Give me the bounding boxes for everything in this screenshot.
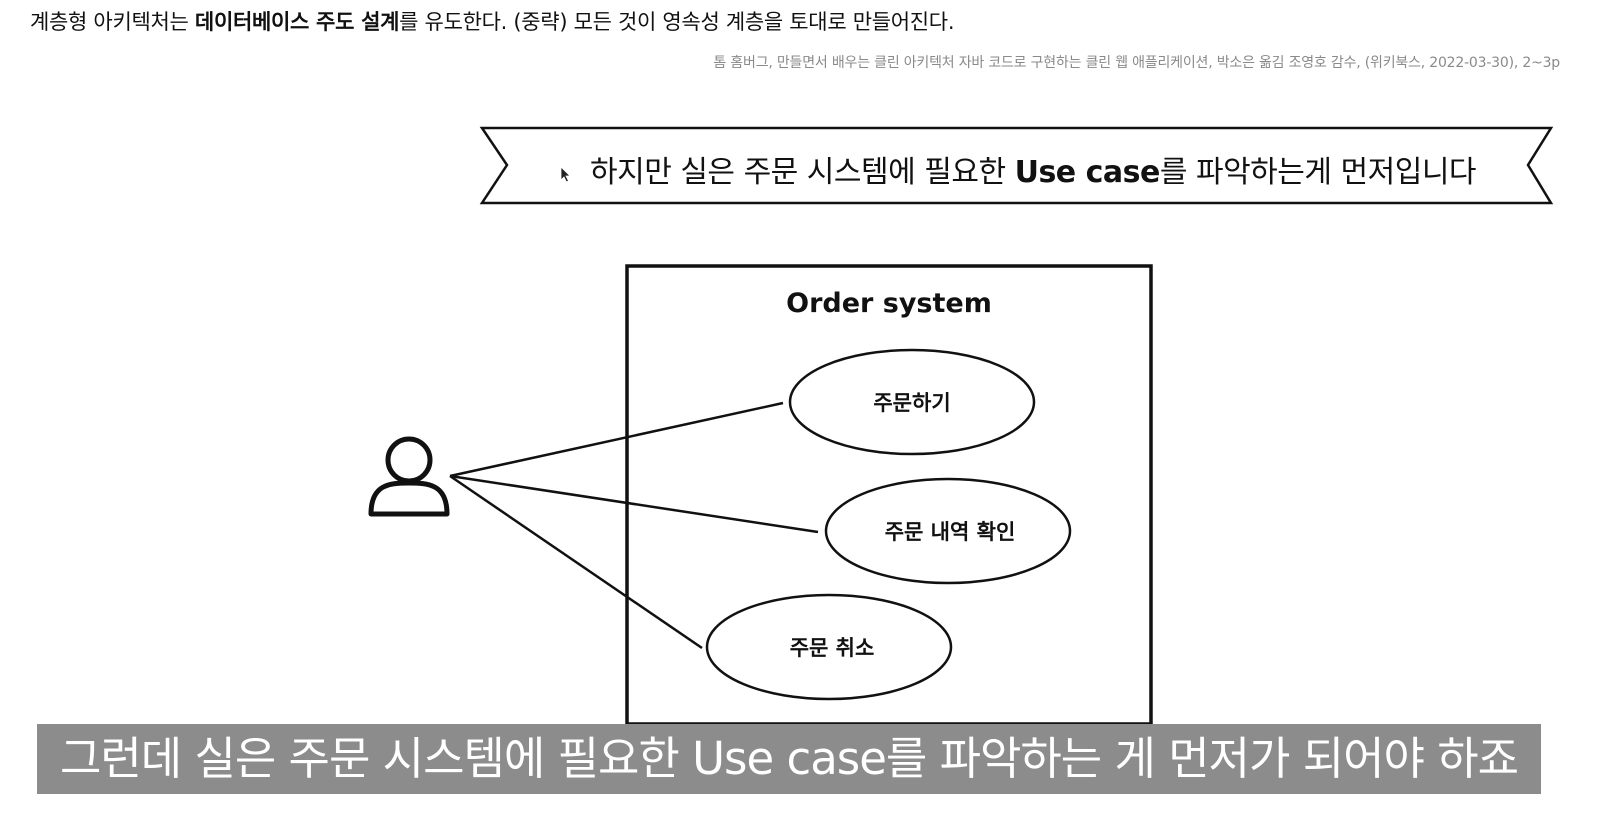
- association-line: [449, 401, 784, 478]
- use-case-cancel-order: 주문 취소: [705, 593, 953, 701]
- association-line: [449, 474, 703, 650]
- use-case-place-order: 주문하기: [788, 348, 1036, 456]
- banner-bold: Use case: [1014, 155, 1161, 190]
- quote-bold: 데이터베이스 주도 설계: [194, 10, 400, 34]
- use-case-label: 주문 취소: [790, 636, 875, 660]
- quote-text: 계층형 아키텍처는 데이터베이스 주도 설계를 유도한다. (중략) 모든 것이…: [30, 10, 955, 34]
- citation: 톰 홈버그, 만들면서 배우는 클린 아키텍처 자바 코드로 구현하는 클린 웹…: [713, 55, 1560, 71]
- banner-ribbon: [479, 126, 1554, 205]
- association-line: [449, 474, 819, 534]
- person-icon: [368, 436, 450, 517]
- subtitle-caption: 그런데 실은 주문 시스템에 필요한 Use case를 파악하는 게 먼저가 …: [37, 724, 1541, 794]
- mouse-cursor-icon: [560, 166, 571, 183]
- use-case-order-history: 주문 내역 확인: [824, 477, 1072, 585]
- use-case-label: 주문 내역 확인: [885, 520, 1016, 544]
- use-case-label: 주문하기: [873, 391, 950, 415]
- system-title: Order system: [786, 288, 992, 319]
- banner-text: 하지만 실은 주문 시스템에 필요한 Use case를 파악하는게 먼저입니다: [590, 155, 1477, 190]
